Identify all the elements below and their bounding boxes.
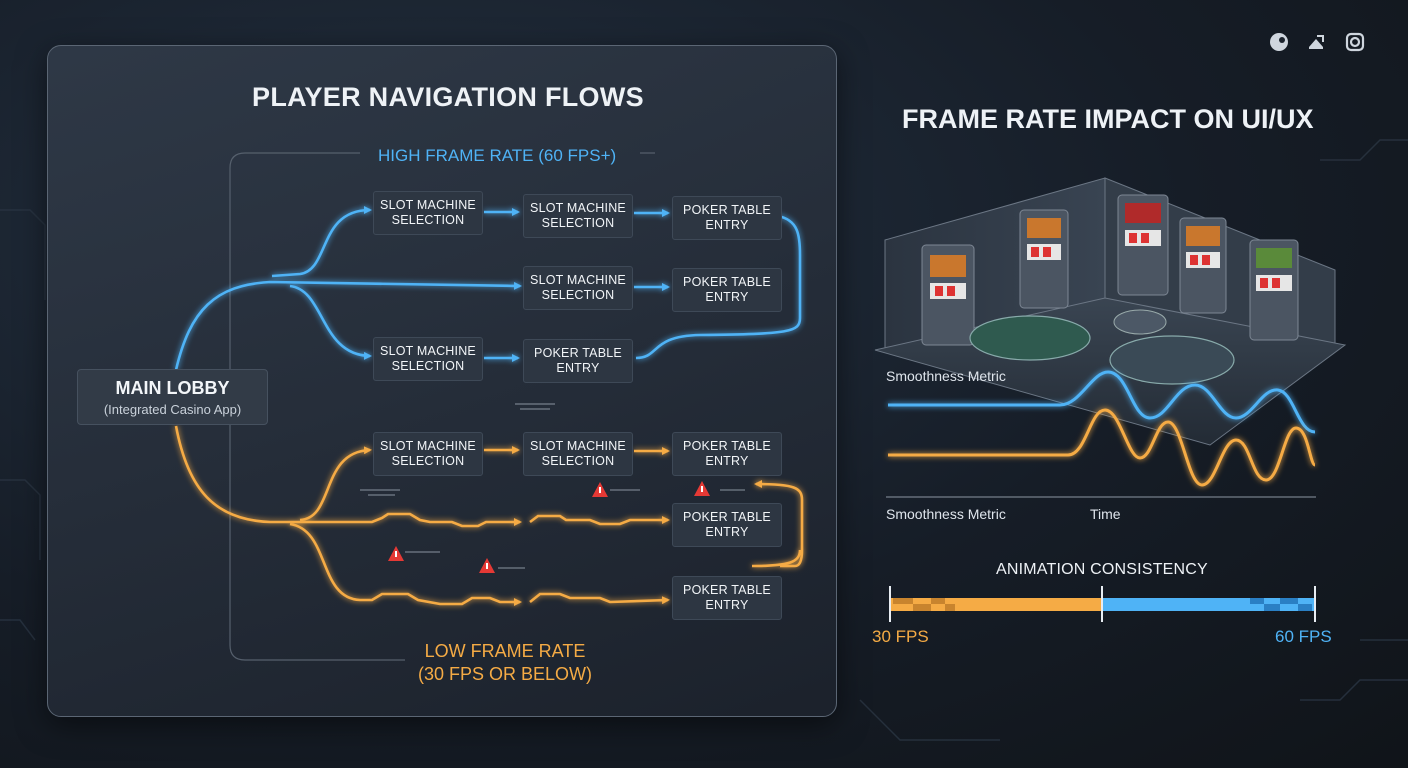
warning-icon (388, 546, 404, 561)
smoothness-metric-axis-label: Smoothness Metric (886, 506, 1006, 522)
dealer-shoe (1113, 309, 1167, 335)
fps-high-label: 60 FPS (1275, 627, 1332, 646)
frame-rate-impact-title: FRAME RATE IMPACT ON UI/UX (902, 104, 1314, 134)
panel-title: PLAYER NAVIGATION FLOWS (252, 82, 644, 112)
share-icon[interactable] (1305, 31, 1327, 53)
low-fps-paths (174, 425, 804, 606)
warning-icon (694, 481, 710, 496)
fps-low-label: 30 FPS (872, 627, 929, 646)
instagram-icon[interactable] (1344, 31, 1366, 53)
low-fps-smoothness-curve (888, 408, 1317, 487)
warning-icons (388, 481, 710, 573)
main-lobby-node[interactable]: MAIN LOBBY (Integrated Casino App) (77, 369, 268, 425)
slot-machine (1117, 194, 1169, 296)
palette-icon[interactable] (1268, 31, 1290, 53)
high-fps-paths (174, 206, 802, 371)
slot-machine (1179, 217, 1227, 314)
poker-table (969, 315, 1091, 361)
slot-machine (921, 244, 975, 346)
lobby-subtitle: (Integrated Casino App) (103, 402, 242, 417)
slot-machine (1249, 239, 1299, 341)
warning-icon (479, 558, 495, 573)
motion-streaks (360, 403, 745, 569)
high-frame-rate-label: HIGH FRAME RATE (60 FPS+) (378, 146, 617, 165)
time-axis-label: Time (1090, 506, 1121, 522)
smoothness-metric-label: Smoothness Metric (886, 368, 1006, 384)
slot-machines (921, 194, 1299, 346)
animation-consistency-bar (889, 586, 1316, 622)
warning-icon (592, 482, 608, 497)
lobby-title: MAIN LOBBY (115, 378, 230, 398)
animation-consistency-title: ANIMATION CONSISTENCY (996, 561, 1208, 578)
poker-table (1109, 335, 1235, 385)
low-frame-rate-label: LOW FRAME RATE (30 FPS OR BELOW) (417, 641, 593, 684)
high-fps-smoothness-curve (888, 370, 1316, 434)
slot-machine (1019, 209, 1069, 309)
